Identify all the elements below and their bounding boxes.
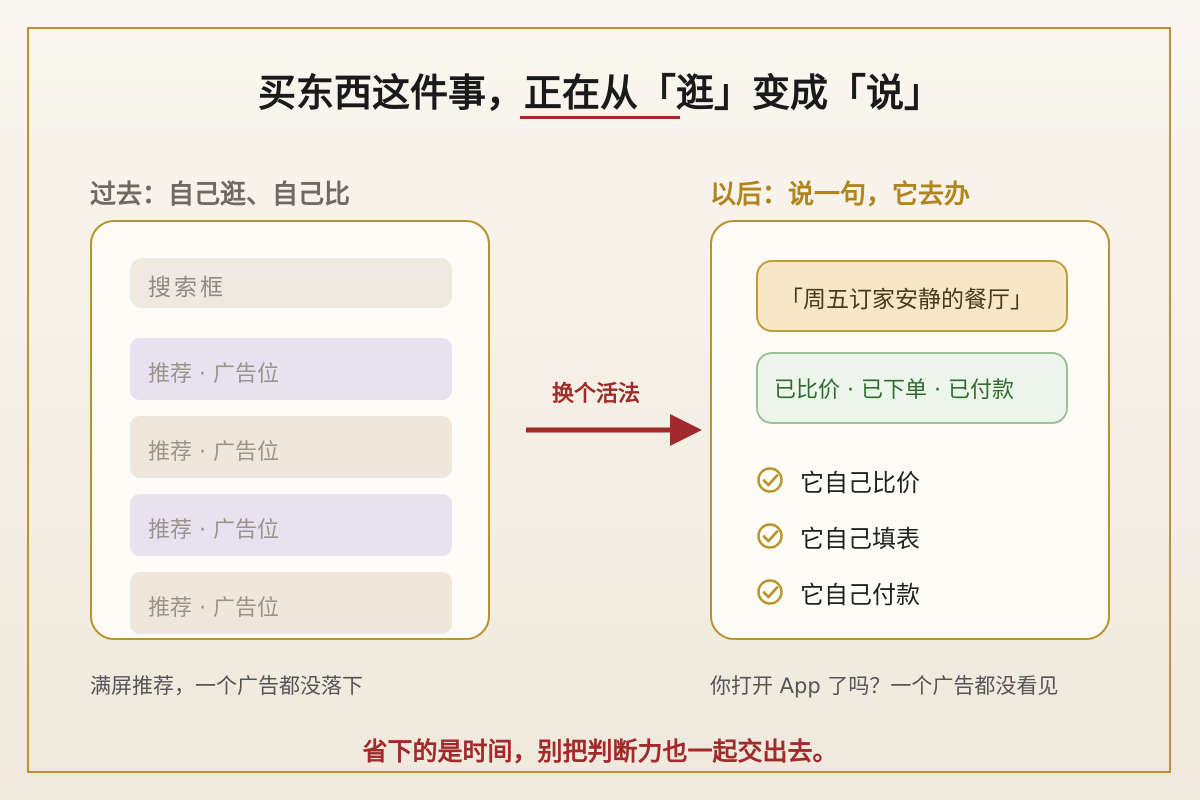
recommendation-slot: 推荐 · 广告位 [130,494,452,556]
recommendation-slot: 推荐 · 广告位 [130,416,452,478]
footer-note: 省下的是时间，别把判断力也一起交出去。 [362,737,838,766]
future-panel: 「周五订家安静的餐厅」 已比价 · 已下单 · 已付款 它自己比价 它自己填表 … [710,220,1110,640]
recommendation-slot: 推荐 · 广告位 [130,572,452,634]
check-circle-icon [757,523,783,549]
check-item: 它自己比价 [756,464,920,497]
check-item-label: 它自己付款 [800,580,920,609]
check-item-label: 它自己比价 [800,468,920,497]
future-caption: 你打开 App 了吗？一个广告都没看见 [710,674,1059,698]
page-title: 买东西这件事，正在从「逛」变成「说」 [0,62,1200,117]
done-status: 已比价 · 已下单 · 已付款 [756,352,1068,424]
outer-frame [27,27,1171,773]
voice-request-bubble: 「周五订家安静的餐厅」 [756,260,1068,332]
check-item-label: 它自己填表 [800,524,920,553]
past-heading: 过去：自己逛、自己比 [90,180,351,210]
check-circle-icon [757,579,783,605]
past-panel: 搜索框 推荐 · 广告位 推荐 · 广告位 推荐 · 广告位 推荐 · 广告位 [90,220,490,640]
check-item: 它自己付款 [756,576,920,609]
arrow-label: 换个活法 [552,382,641,407]
title-part-1: 买东西这件事， [257,70,524,115]
search-box: 搜索框 [130,258,452,308]
right-arrow-icon [526,414,702,446]
recommendation-slot: 推荐 · 广告位 [130,338,452,400]
past-caption: 满屏推荐，一个广告都没落下 [90,674,363,698]
future-heading: 以后：说一句，它去办 [710,180,971,210]
title-underline [520,116,680,119]
title-highlight: 正在从「逛」变成「说」 [524,70,943,115]
check-item: 它自己填表 [756,520,920,553]
check-circle-icon [757,467,783,493]
